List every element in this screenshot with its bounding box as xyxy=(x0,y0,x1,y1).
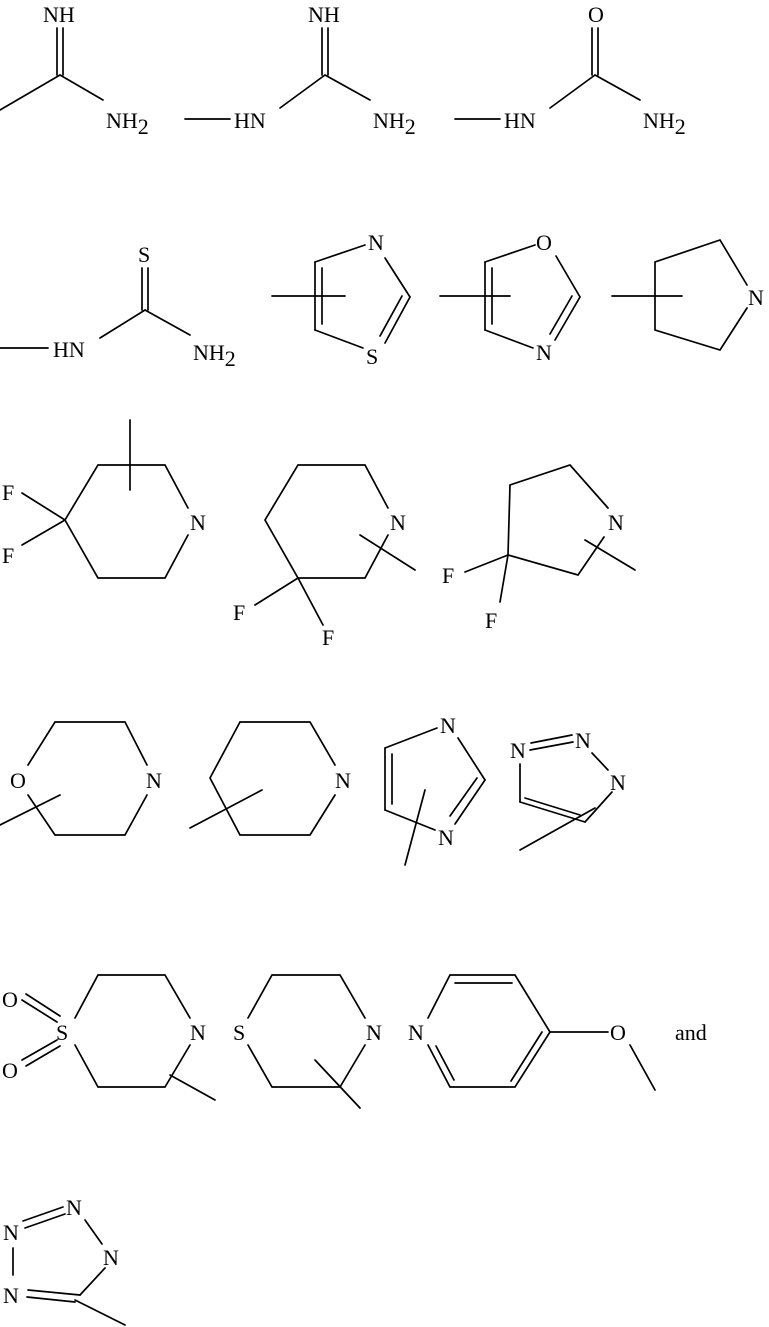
o-label: O xyxy=(588,2,604,27)
o-label: O xyxy=(2,1058,18,1083)
hn-label: HN xyxy=(53,337,85,362)
difluoropyrrolidine-structure: N F F xyxy=(442,464,636,633)
f-label: F xyxy=(322,625,334,650)
triazole-structure: N N N xyxy=(510,728,626,851)
tetrazole-structure: N N N N xyxy=(3,1195,126,1326)
thiourea-structure: HN S NH2 xyxy=(0,242,236,371)
pyrrolidine-structure: N xyxy=(611,238,764,352)
nh-label: NH xyxy=(43,2,75,27)
s-label: S xyxy=(138,242,150,267)
thiazole-structure: N S xyxy=(271,230,411,369)
o-label: O xyxy=(10,768,26,793)
nh2-label: NH2 xyxy=(643,108,686,139)
hn-label: HN xyxy=(234,108,266,133)
n-label: N xyxy=(190,510,206,535)
n-label: N xyxy=(390,510,406,535)
o-label: O xyxy=(2,987,18,1012)
n-label: N xyxy=(335,768,351,793)
nh2-label: NH2 xyxy=(193,340,236,371)
f-label: F xyxy=(485,608,497,633)
s-label: S xyxy=(233,1020,245,1045)
and-conjunction: and xyxy=(675,1020,707,1045)
o-label: O xyxy=(610,1020,626,1045)
n-label: N xyxy=(438,825,454,850)
n-label: N xyxy=(190,1020,206,1045)
hn-label: HN xyxy=(504,108,536,133)
n-label: N xyxy=(408,1020,424,1045)
urea-structure: HN O NH2 xyxy=(454,2,686,139)
thiomorpholine-structure: S N xyxy=(233,974,382,1109)
n-label: N xyxy=(366,1020,382,1045)
thiomorpholine-dioxide-structure: S N O O xyxy=(2,974,216,1101)
f-label: F xyxy=(2,543,14,568)
n-label: N xyxy=(536,340,552,365)
n-label: N xyxy=(575,728,591,753)
morpholine-structure: O N xyxy=(0,721,162,836)
n-label: N xyxy=(3,1220,19,1245)
oxazole-structure: O N xyxy=(439,230,581,365)
imidazole-structure: N N xyxy=(384,713,486,866)
s-label: S xyxy=(56,1020,68,1045)
n-label: N xyxy=(610,770,626,795)
n-label: N xyxy=(748,285,764,310)
amidine-structure: NH NH2 xyxy=(0,2,149,139)
n-label: N xyxy=(66,1195,82,1220)
n-label: N xyxy=(440,713,456,738)
f-label: F xyxy=(442,563,454,588)
methoxypyridine-structure: N O xyxy=(408,974,656,1091)
difluoropiperidine-4-structure: N F F xyxy=(2,419,206,579)
s-label: S xyxy=(366,344,378,369)
f-label: F xyxy=(2,480,14,505)
o-label: O xyxy=(536,230,552,255)
f-label: F xyxy=(233,600,245,625)
nh-label: NH xyxy=(308,2,340,27)
n-label: N xyxy=(103,1245,119,1270)
difluoropiperidine-3-structure: N F F xyxy=(233,464,416,650)
n-label: N xyxy=(510,738,526,763)
n-label: N xyxy=(608,510,624,535)
nh2-label: NH2 xyxy=(373,108,416,139)
guanidine-structure: HN NH NH2 xyxy=(184,2,416,139)
piperidine-structure: N xyxy=(189,721,351,836)
n-label: N xyxy=(3,1283,19,1308)
n-label: N xyxy=(146,768,162,793)
nh2-label: NH2 xyxy=(106,108,149,139)
n-label: N xyxy=(368,230,384,255)
